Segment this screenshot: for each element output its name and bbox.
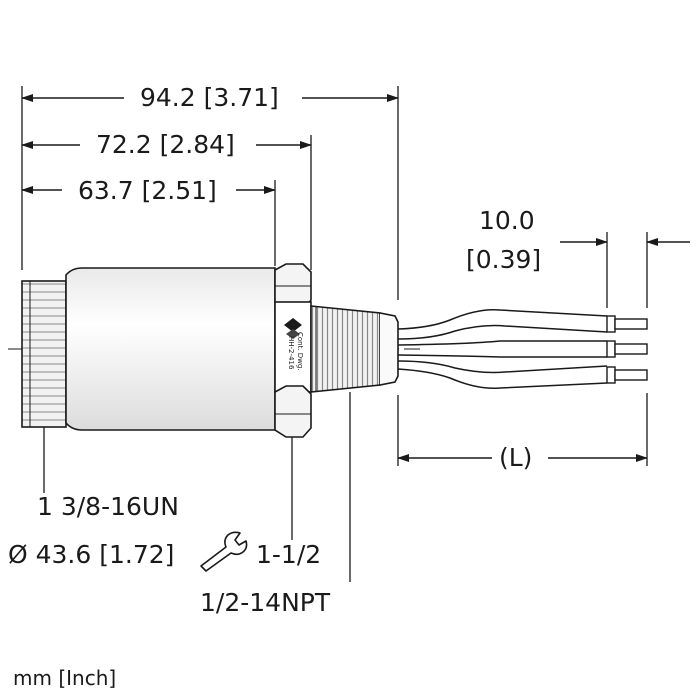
dim-strip-label-top: 10.0 [479, 206, 535, 235]
wrench-icon [200, 531, 248, 572]
dim-body-label: 63.7 [2.51] [78, 176, 217, 205]
wrench-size-label: 1-1/2 [256, 540, 322, 569]
pipe-thread-label: 1/2-14NPT [200, 588, 331, 617]
brand-logo [284, 318, 302, 339]
leader-lines [43, 392, 351, 582]
wire-ends [606, 315, 648, 384]
diameter-label: Ø 43.6 [1.72] [8, 540, 175, 569]
cable-wires [397, 308, 608, 390]
sensor-body [65, 267, 276, 431]
npt-thread [310, 305, 399, 393]
dim-cable-label: (L) [499, 443, 533, 472]
dim-overall-label: 94.2 [3.71] [140, 83, 279, 112]
units-label: mm [Inch] [13, 666, 117, 690]
dim-hex-label: 72.2 [2.84] [96, 130, 235, 159]
threaded-end [21, 280, 67, 428]
hex-marking-line2: HH-2-416 [287, 336, 295, 370]
dimension-lines [21, 94, 690, 462]
hex-nut [274, 263, 312, 438]
dim-strip-label-bottom: [0.39] [466, 245, 542, 274]
hex-marking-line1: Cont. Dwg. [296, 332, 304, 371]
thread-spec-label: 1 3/8-16UN [37, 492, 179, 521]
